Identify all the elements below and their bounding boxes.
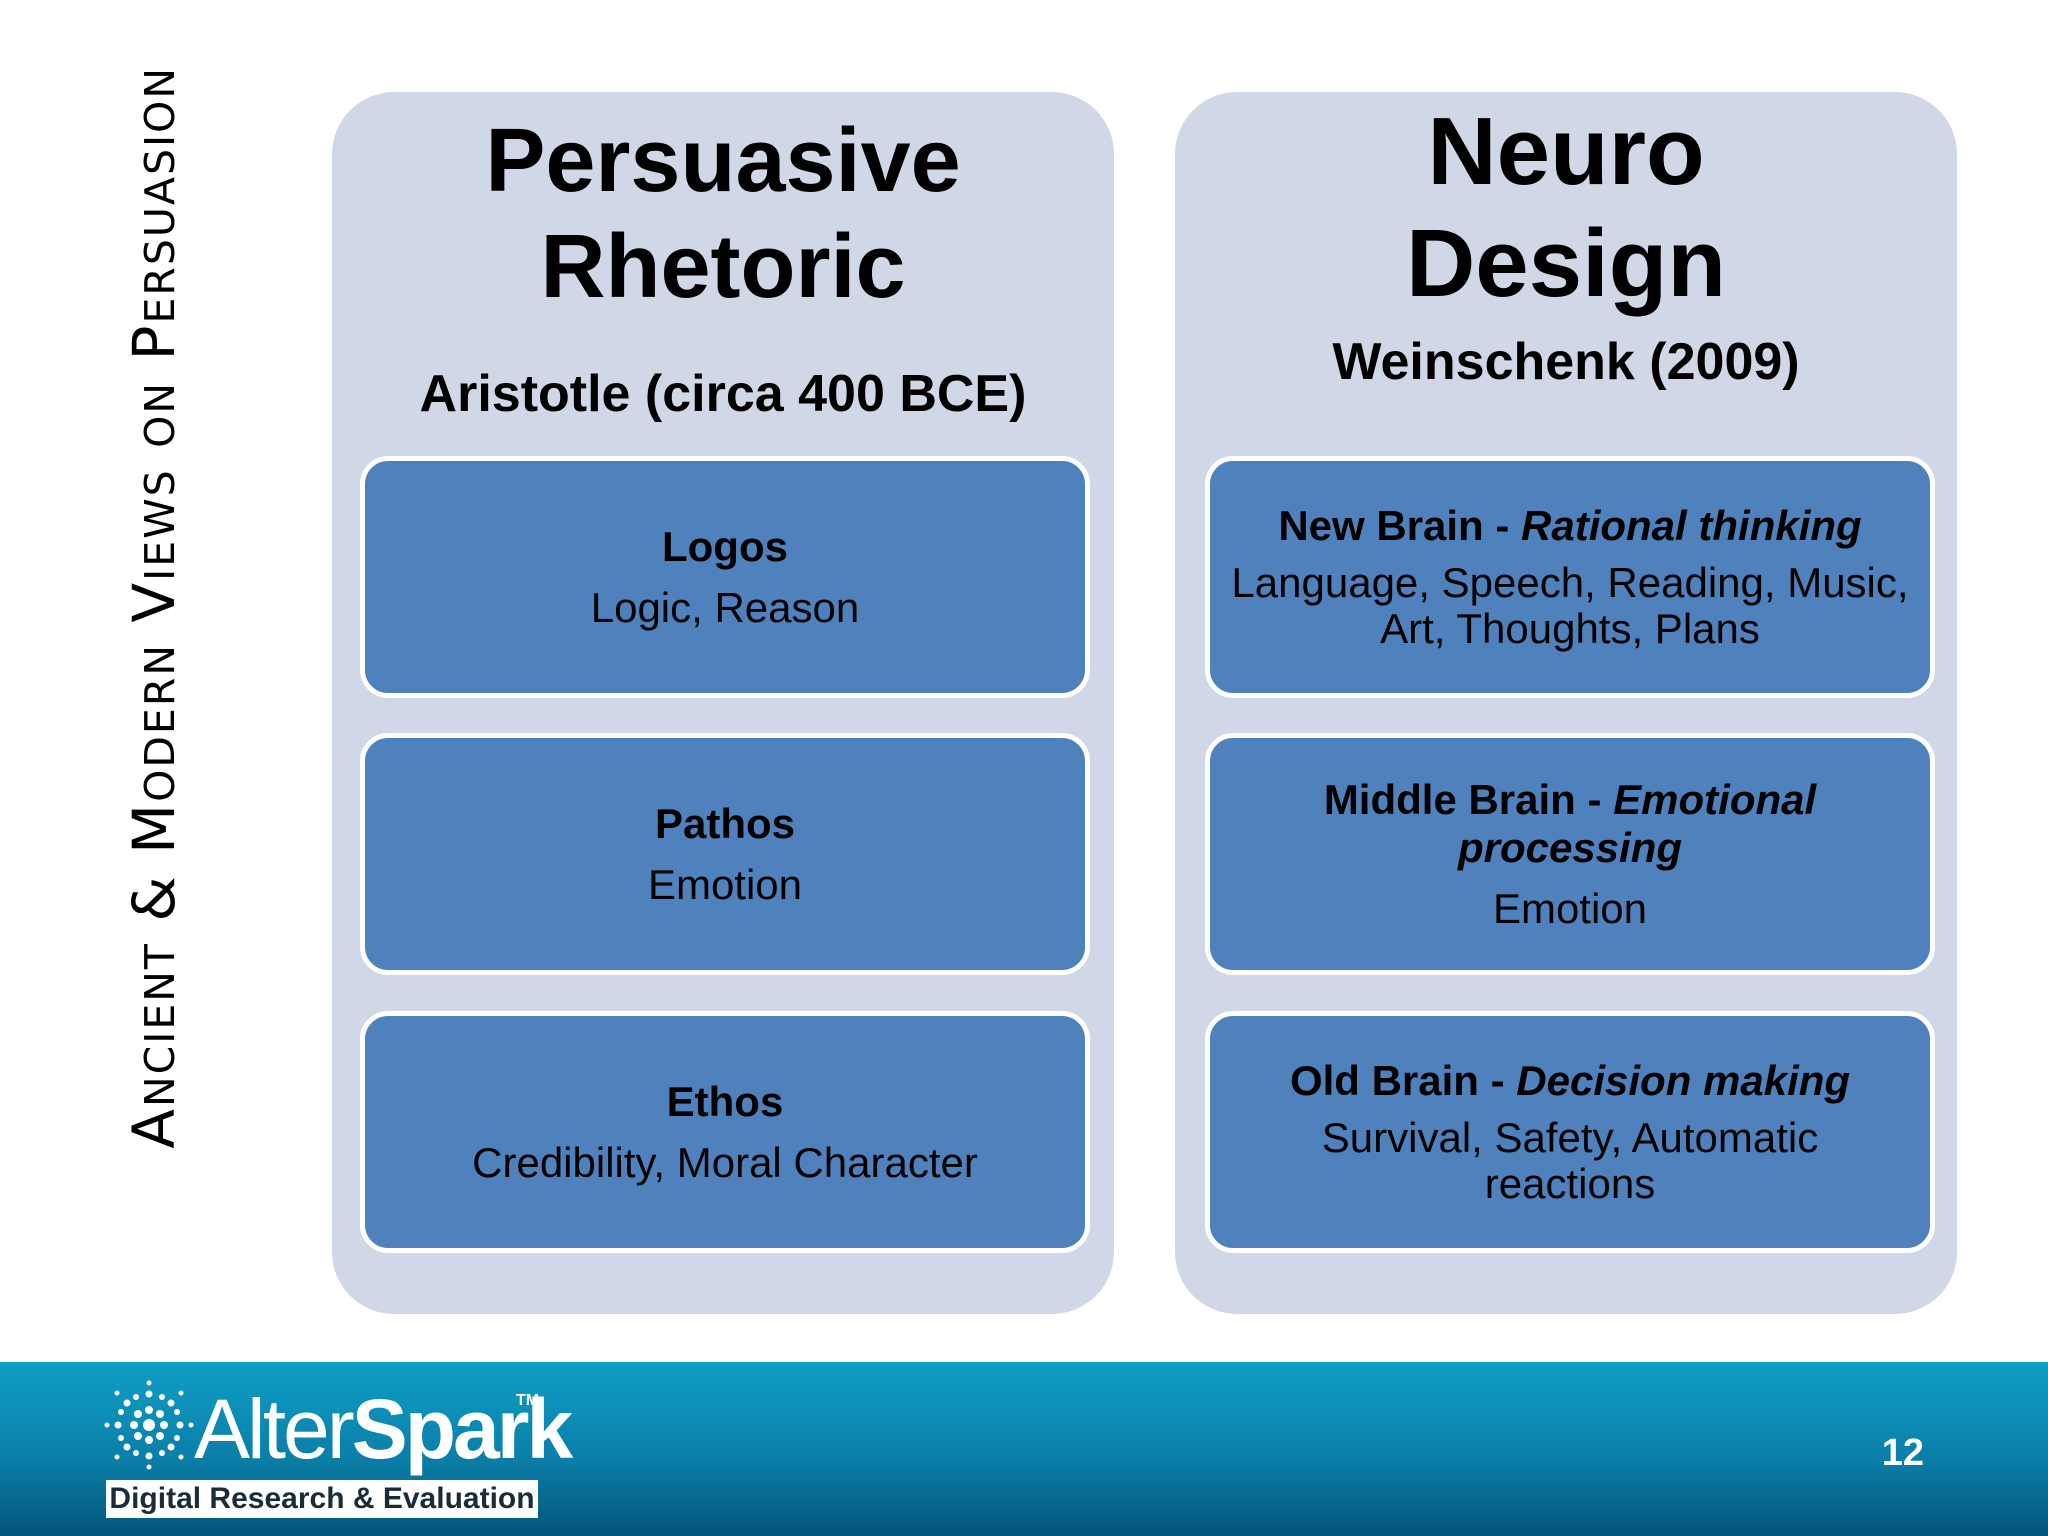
box-title-emphasis: Decision making — [1516, 1057, 1851, 1104]
box-title: Old Brain - Decision making — [1290, 1057, 1850, 1105]
logos-box: Logos Logic, Reason — [360, 456, 1090, 698]
box-title-emphasis: Rational thinking — [1521, 502, 1862, 549]
middle-brain-box: Middle Brain - Emotional processing Emot… — [1205, 733, 1935, 975]
neuro-design-panel: Neuro Design Weinschenk (2009) New Brain… — [1175, 92, 1957, 1314]
box-body: Emotion — [1492, 885, 1648, 932]
box-body: Language, Speech, Reading, Music, Art, T… — [1231, 559, 1909, 652]
logo-tagline: Digital Research & Evaluation — [106, 1480, 538, 1518]
spark-burst-icon — [104, 1380, 194, 1470]
box-title: Logos — [662, 523, 788, 570]
box-title-emphasis: Emotional processing — [1457, 776, 1817, 871]
logo-word-alter: Alter — [194, 1382, 355, 1476]
box-body: Credibility, Moral Character — [472, 1139, 978, 1186]
panel-title-line2: Rhetoric — [540, 217, 906, 317]
logo-wordmark: AlterSpark — [194, 1382, 573, 1476]
ethos-box: Ethos Credibility, Moral Character — [360, 1011, 1090, 1253]
box-title-main: Old Brain - — [1289, 1057, 1517, 1104]
panel-title-line1: Persuasive — [485, 111, 961, 211]
box-title-main: Middle Brain - — [1323, 776, 1614, 823]
page-number: 12 — [1881, 1432, 1924, 1474]
panel-title-line2: Design — [1405, 210, 1727, 317]
old-brain-box: Old Brain - Decision making Survival, Sa… — [1205, 1011, 1935, 1253]
persuasive-rhetoric-panel: Persuasive Rhetoric Aristotle (circa 400… — [332, 92, 1114, 1314]
panel-subtitle: Weinschenk (2009) — [1332, 333, 1800, 391]
alterspark-logo: AlterSpark TM Digital Research & Evaluat… — [104, 1380, 573, 1520]
panel-title: Persuasive Rhetoric — [332, 108, 1114, 320]
box-body: Survival, Safety, Automatic reactions — [1321, 1114, 1819, 1207]
box-title: Ethos — [666, 1078, 784, 1125]
box-body: Emotion — [647, 861, 803, 908]
panel-subtitle: Aristotle (circa 400 BCE) — [419, 365, 1027, 423]
box-title: New Brain - Rational thinking — [1278, 502, 1861, 550]
panel-title: Neuro Design — [1175, 96, 1957, 320]
panel-title-line1: Neuro — [1427, 98, 1705, 205]
logo-word-spark: Spark — [351, 1382, 573, 1476]
box-title: Pathos — [654, 800, 796, 847]
logo-trademark: TM — [516, 1392, 540, 1409]
new-brain-box: New Brain - Rational thinking Language, … — [1205, 456, 1935, 698]
slide-side-title: Ancient & Modern Views on Persuasion — [120, 66, 188, 1149]
box-title: Middle Brain - Emotional processing — [1210, 776, 1930, 872]
box-body: Logic, Reason — [590, 584, 860, 631]
pathos-box: Pathos Emotion — [360, 733, 1090, 975]
box-title-main: New Brain - — [1278, 502, 1522, 549]
